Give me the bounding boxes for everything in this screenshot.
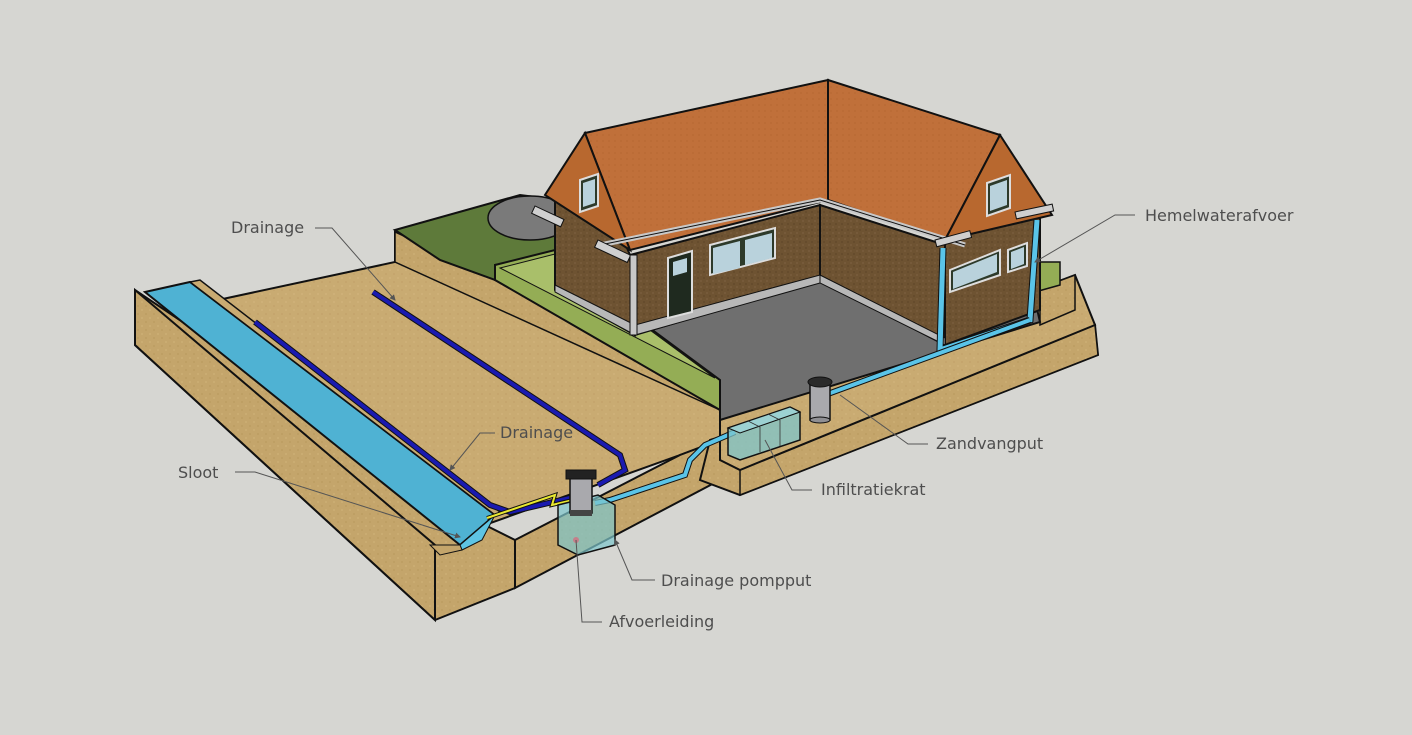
front-door (667, 249, 693, 320)
label-hemelwaterafvoer: Hemelwaterafvoer (1145, 206, 1294, 225)
label-drainage-top: Drainage (231, 218, 305, 237)
garden (392, 193, 1061, 412)
label-infiltratiekrat: Infiltratiekrat (821, 480, 926, 499)
zandvangput (807, 376, 833, 424)
label-afvoerleiding: Afvoerleiding (609, 612, 715, 631)
house (530, 78, 1055, 355)
windows (579, 172, 1028, 294)
label-drainage-pompput: Drainage pompput (661, 571, 812, 590)
label-drainage-mid: Drainage (500, 423, 574, 442)
label-zandvangput: Zandvangput (936, 434, 1044, 453)
label-sloot: Sloot (178, 463, 219, 482)
infiltratiekrat (726, 406, 802, 461)
leader-lines (235, 214, 1135, 623)
